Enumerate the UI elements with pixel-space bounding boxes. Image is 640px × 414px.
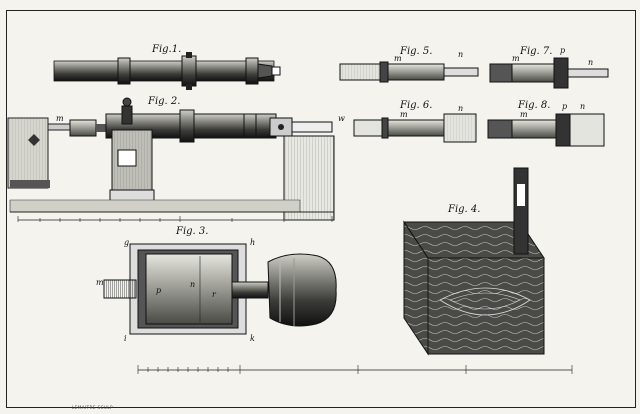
fig6-label: Fig. 6. (400, 100, 433, 111)
letter-m: m (394, 54, 402, 63)
fig7-piece (489, 57, 609, 89)
letter-m: m (96, 278, 104, 287)
fig4-label: Fig. 4. (448, 204, 481, 215)
fig1-shaft (53, 52, 281, 90)
fig8-piece (487, 113, 605, 147)
letter-k: k (250, 334, 255, 343)
fig6-piece (353, 113, 477, 143)
fig2-apparatus (7, 97, 335, 221)
plate-border (6, 10, 636, 408)
letter-h: h (250, 238, 256, 247)
fig8-label: Fig. 8. (518, 100, 551, 111)
fig5-piece (339, 61, 479, 83)
letter-p: p (560, 46, 566, 55)
letter-r: r (212, 290, 216, 299)
letter-m: m (512, 54, 520, 63)
fig3-label: Fig. 3. (176, 226, 209, 237)
letter-n: n (190, 280, 196, 289)
scale-bar-top (17, 216, 333, 222)
fig7-label: Fig. 7. (520, 46, 553, 57)
letter-n: n (458, 50, 464, 59)
letter-p: p (562, 102, 568, 111)
letter-i: i (124, 334, 127, 343)
fig4-wood-box (403, 167, 545, 356)
fig5-label: Fig. 5. (400, 46, 433, 57)
letter-n: n (588, 58, 594, 67)
letter-m: m (400, 110, 408, 119)
letter-w: w (338, 114, 345, 123)
fig2-label: Fig. 2. (148, 96, 181, 107)
letter-m: m (56, 114, 64, 123)
letter-m: m (520, 110, 528, 119)
letter-p: p (156, 286, 162, 295)
letter-g: g (124, 238, 130, 247)
fig1-label: Fig.1. (152, 44, 182, 55)
scale-bar-bottom (137, 365, 573, 374)
letter-n: n (458, 104, 464, 113)
letter-n: n (580, 102, 586, 111)
fig3-drum-assembly (103, 243, 337, 335)
engraver-signature: LEMAITRE SCULP (72, 405, 114, 410)
